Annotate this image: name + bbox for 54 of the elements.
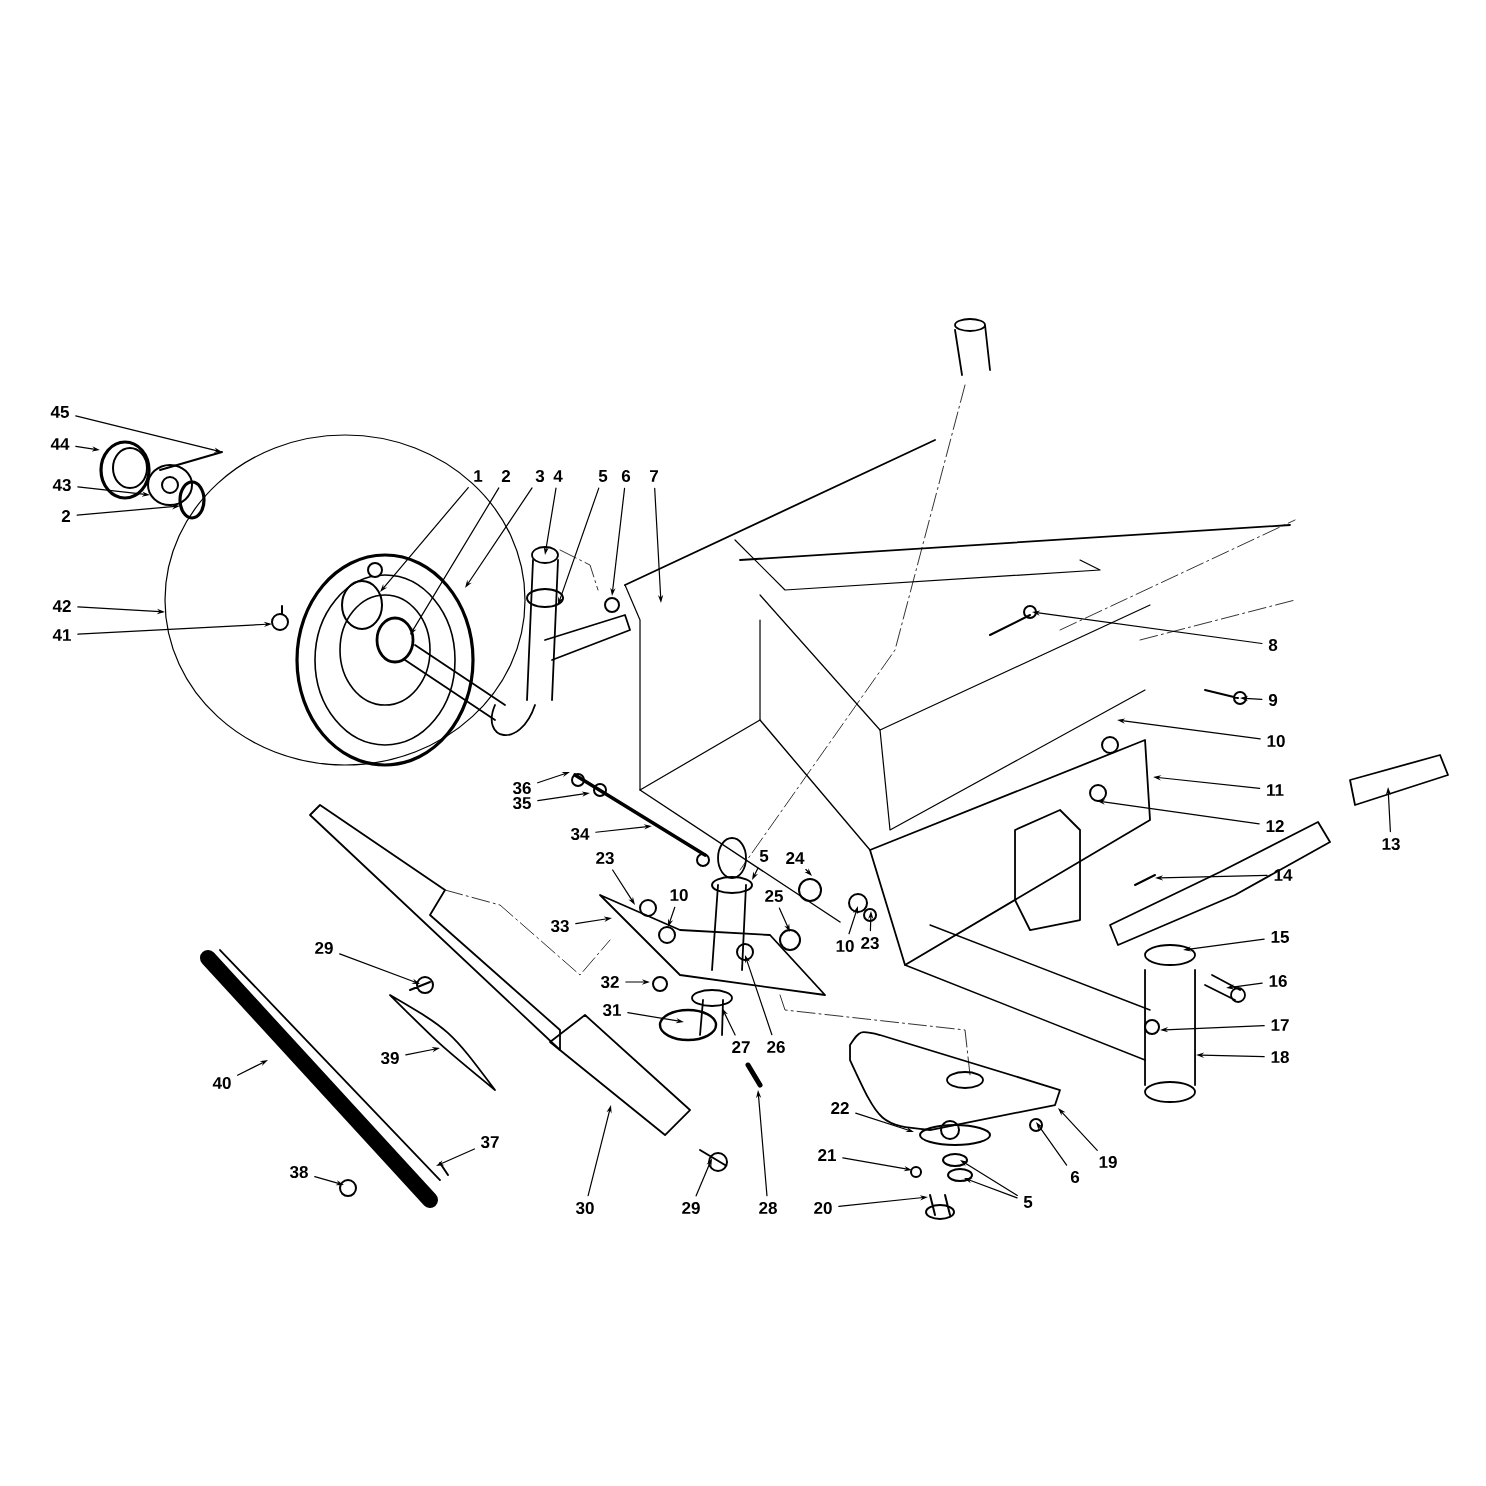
callout-number: 23 [596,852,614,865]
callout-number: 21 [818,1149,836,1161]
callout-number: 10 [836,940,854,952]
callout-number: 10 [670,889,688,901]
callout-number: 9 [1268,694,1278,706]
callout-number: 32 [600,976,619,989]
callout-number: 20 [814,1202,832,1214]
callout-number: 30 [575,1202,594,1215]
callout-number: 11 [1267,784,1284,796]
callout-number: 24 [786,852,805,864]
callout-number: 45 [50,406,69,418]
callout-number: 33 [550,920,569,933]
callout-number: 18 [1271,1051,1289,1063]
callout-number: 40 [212,1077,231,1089]
callout-number: 17 [1271,1019,1289,1031]
callout-number: 34 [570,828,590,841]
leader-line [1058,1108,1098,1151]
callout-number: 5 [598,470,608,482]
callout-number: 25 [765,890,783,902]
callout-number: 38 [289,1166,308,1179]
callout-number: 5 [1023,1196,1033,1208]
callout-number: 6 [1070,1171,1080,1183]
callout-number: 8 [1268,639,1278,651]
callout-number: 37 [480,1136,499,1149]
callout-number: 27 [732,1041,750,1053]
callout-number: 44 [50,438,70,450]
callout-number: 39 [380,1052,399,1065]
callout-number: 22 [831,1102,849,1114]
callout-number: 31 [602,1004,621,1017]
callout-number: 26 [767,1041,785,1053]
callout-number: 2 [501,470,511,482]
callout-number: 43 [52,479,71,492]
callout-number: 7 [650,470,658,482]
callout-number: 3 [535,470,545,483]
callout-number: 2 [61,510,71,522]
callout-number: 6 [621,470,631,482]
callout-number: 29 [682,1202,700,1214]
callout-number: 10 [1267,735,1285,747]
callout-number: 13 [1382,838,1400,851]
callout-number: 4 [553,470,563,482]
callout-number: 28 [759,1202,777,1214]
callout-number: 12 [1266,820,1284,832]
callout-number: 36 [512,782,531,795]
leader-line [380,486,469,592]
callout-number: 29 [315,942,333,954]
callout-number: 42 [52,600,71,612]
callout-number: 23 [861,937,879,950]
callout-number: 41 [52,629,71,641]
callout-number: 19 [1099,1156,1117,1168]
callout-number: 35 [512,797,531,810]
callout-number: 16 [1269,975,1287,987]
callout-number: 1 [474,470,483,482]
callout-number: 15 [1271,931,1289,943]
callout-number: 5 [759,850,769,862]
